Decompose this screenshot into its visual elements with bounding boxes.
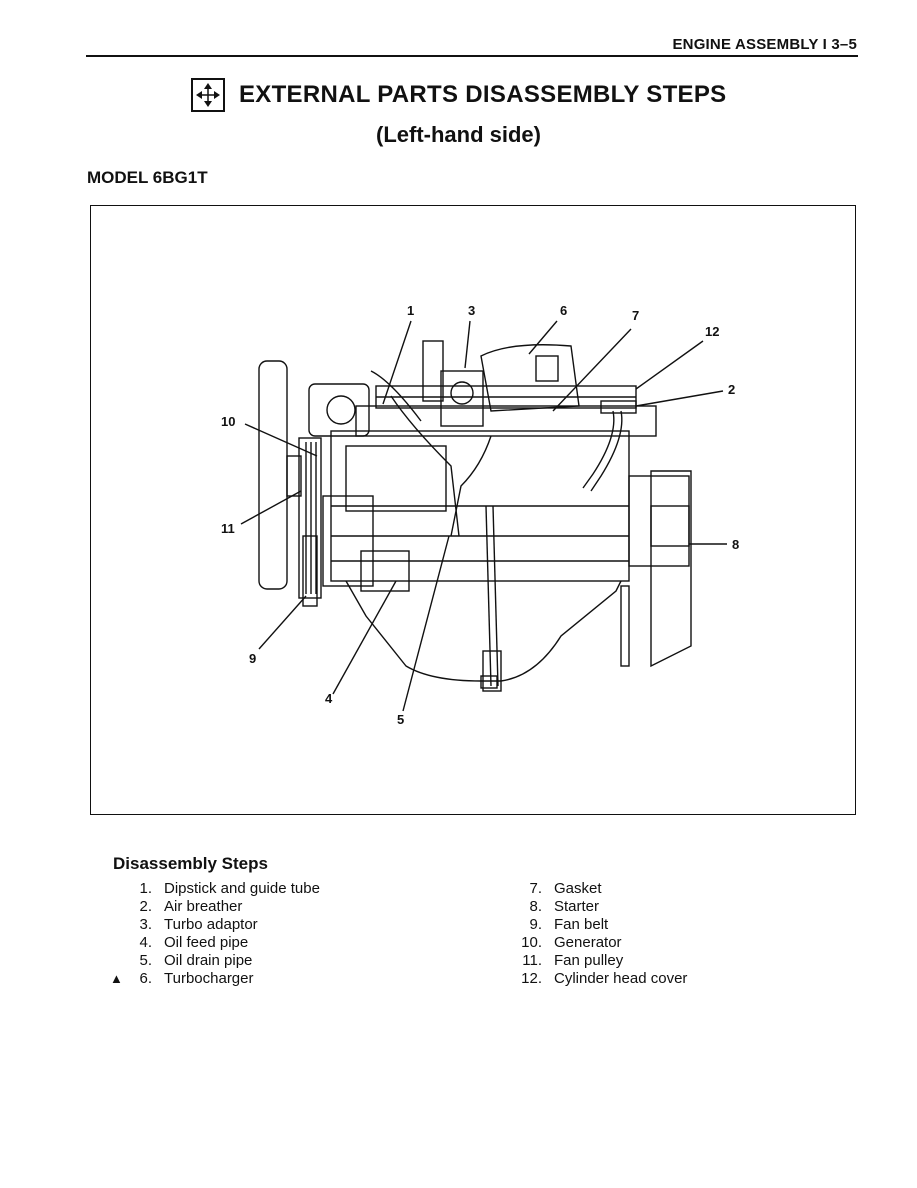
step-label: Generator (554, 934, 622, 951)
page-header: ENGINE ASSEMBLY I 3–5 (672, 36, 857, 53)
step-number: 9. (529, 916, 542, 933)
header-rule (86, 55, 858, 57)
step-label: Turbocharger (164, 970, 254, 987)
step-number: 7. (529, 880, 542, 897)
step-label: Turbo adaptor (164, 916, 258, 933)
important-step-triangle-icon: ▲ (110, 971, 123, 986)
step-item: 7. Gasket (500, 880, 687, 898)
step-label: Fan belt (554, 916, 609, 933)
step-number: 5. (139, 952, 152, 969)
engine-drawing (240, 320, 727, 712)
step-item: 9. Fan belt (500, 916, 687, 934)
callout-12: 12 (705, 324, 720, 339)
fan-blade (258, 360, 288, 590)
model-label: MODEL 6BG1T (87, 168, 208, 187)
step-label: Fan pulley (554, 952, 624, 969)
callout-9: 9 (249, 651, 257, 666)
step-number: 6. (139, 970, 152, 987)
step-item: 1. Dipstick and guide tube (110, 880, 320, 898)
step-item: 11. Fan pulley (500, 952, 687, 970)
step-label: Oil feed pipe (164, 934, 249, 951)
callout-11: 11 (221, 521, 235, 536)
step-label: Dipstick and guide tube (164, 880, 320, 897)
page-title: EXTERNAL PARTS DISASSEMBLY STEPS (238, 81, 727, 108)
disassembly-arrows-icon (190, 78, 225, 112)
callout-4: 4 (325, 691, 333, 706)
step-item: 5. Oil drain pipe (110, 952, 320, 970)
step-number: 3. (139, 916, 152, 933)
step-number: 11. (522, 952, 542, 969)
engine-figure: 1 3 6 7 12 2 10 11 8 9 4 5 (90, 205, 856, 815)
callout-6: 6 (560, 303, 568, 318)
step-number: 2. (139, 898, 152, 915)
step-number: 10. (521, 934, 542, 951)
step-label: Gasket (554, 880, 602, 897)
step-number: 8. (529, 898, 542, 915)
steps-heading: Disassembly Steps (113, 854, 268, 873)
step-item: 4. Oil feed pipe (110, 934, 320, 952)
step-label: Oil drain pipe (164, 952, 253, 969)
callout-8: 8 (732, 537, 740, 552)
callout-10: 10 (221, 414, 236, 429)
title-row: EXTERNAL PARTS DISASSEMBLY STEPS (0, 78, 917, 112)
step-number: 4. (139, 934, 152, 951)
step-item: 10. Generator (500, 934, 687, 952)
step-item: 3. Turbo adaptor (110, 916, 320, 934)
callout-5: 5 (397, 712, 405, 727)
steps-list-right: 7. Gasket 8. Starter 9. Fan belt 10. Generat… (500, 880, 687, 988)
step-number: 12. (521, 970, 542, 987)
page-subtitle: (Left-hand side) (376, 122, 541, 147)
step-label: Starter (554, 898, 600, 915)
step-label: Cylinder head cover (554, 970, 688, 987)
step-number: 1. (139, 880, 152, 897)
callout-7: 7 (632, 308, 640, 323)
callout-2: 2 (728, 382, 736, 397)
step-item: 8. Starter (500, 898, 687, 916)
callout-3: 3 (468, 303, 476, 318)
step-label: Air breather (164, 898, 243, 915)
callout-1: 1 (407, 303, 415, 318)
step-item: 2. Air breather (110, 898, 320, 916)
steps-list-left: 1. Dipstick and guide tube 2. Air breather… (110, 880, 320, 988)
step-item: ▲ 6. Turbocharger (110, 970, 320, 988)
step-item: 12. Cylinder head cover (500, 970, 687, 988)
